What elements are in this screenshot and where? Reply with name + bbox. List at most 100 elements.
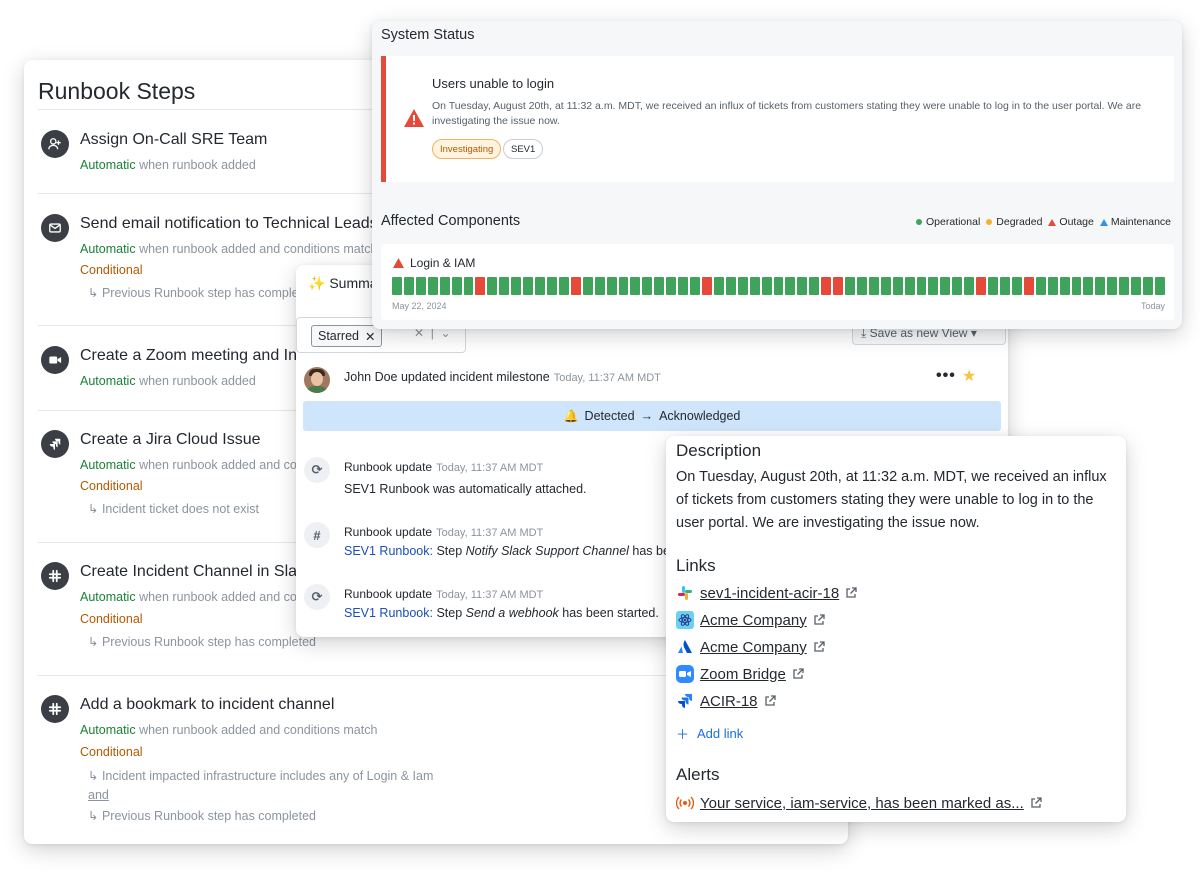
- runbook-link[interactable]: SEV1 Runbook:: [344, 606, 433, 620]
- uptime-day-bar[interactable]: [833, 277, 844, 295]
- uptime-day-bar[interactable]: [1011, 277, 1022, 295]
- step-condition: ↳ Previous Runbook step has completed: [88, 286, 316, 300]
- uptime-day-bar[interactable]: [451, 277, 462, 295]
- and-link[interactable]: and: [88, 788, 109, 802]
- uptime-day-bar[interactable]: [1107, 277, 1118, 295]
- range-start: May 22, 2024: [392, 301, 447, 311]
- affected-components-title: Affected Components: [381, 213, 521, 229]
- uptime-day-bar[interactable]: [988, 277, 999, 295]
- uptime-day-bar[interactable]: [1000, 277, 1010, 295]
- avatar: [304, 367, 330, 393]
- uptime-day-bar[interactable]: [678, 277, 689, 295]
- uptime-day-bar[interactable]: [916, 277, 927, 295]
- clear-icon[interactable]: ✕ | ⌄: [414, 326, 451, 340]
- uptime-day-bar[interactable]: [642, 277, 653, 295]
- link-item[interactable]: ACIR-18: [676, 692, 776, 710]
- uptime-day-bar[interactable]: [928, 277, 939, 295]
- uptime-day-bar[interactable]: [725, 277, 736, 295]
- runbook-link[interactable]: SEV1 Runbook:: [344, 544, 433, 558]
- uptime-day-bar[interactable]: [809, 277, 820, 295]
- uptime-day-bar[interactable]: [1047, 277, 1058, 295]
- uptime-day-bar[interactable]: [427, 277, 438, 295]
- uptime-day-bar[interactable]: [773, 277, 784, 295]
- uptime-day-bar[interactable]: [606, 277, 617, 295]
- uptime-day-bar[interactable]: [976, 277, 987, 295]
- uptime-day-bar[interactable]: [499, 277, 510, 295]
- system-status-panel: System Status Users unable to login On T…: [372, 21, 1182, 329]
- link-item[interactable]: Acme Company: [676, 611, 825, 629]
- uptime-day-bar[interactable]: [1035, 277, 1046, 295]
- uptime-day-bar[interactable]: [868, 277, 879, 295]
- status-badge: Investigating: [432, 139, 502, 159]
- more-icon[interactable]: •••: [936, 367, 956, 384]
- incident-body: On Tuesday, August 20th, at 11:32 a.m. M…: [432, 100, 1142, 127]
- summary-tab[interactable]: ✨ Summary: [308, 275, 390, 291]
- uptime-day-bar[interactable]: [892, 277, 903, 295]
- uptime-day-bar[interactable]: [749, 277, 760, 295]
- uptime-day-bar[interactable]: [1155, 277, 1165, 295]
- uptime-day-bar[interactable]: [594, 277, 605, 295]
- uptime-day-bar[interactable]: [701, 277, 712, 295]
- filter-chip-starred[interactable]: Starred✕: [311, 325, 383, 347]
- star-icon[interactable]: ★: [962, 368, 977, 385]
- uptime-day-bar[interactable]: [856, 277, 867, 295]
- uptime-day-bar[interactable]: [880, 277, 891, 295]
- uptime-day-bar[interactable]: [1119, 277, 1130, 295]
- uptime-day-bar[interactable]: [546, 277, 557, 295]
- uptime-day-bar[interactable]: [666, 277, 677, 295]
- step-conditional: Conditional: [80, 479, 143, 493]
- component-card: Login & IAM May 22, 2024 Today: [381, 244, 1174, 320]
- zoom-icon: [41, 346, 69, 374]
- uptime-day-bar[interactable]: [582, 277, 593, 295]
- uptime-day-bar[interactable]: [535, 277, 545, 295]
- uptime-day-bar[interactable]: [463, 277, 474, 295]
- uptime-day-bar[interactable]: [904, 277, 915, 295]
- warning-icon: [404, 109, 424, 127]
- uptime-day-bar[interactable]: [523, 277, 534, 295]
- add-link-button[interactable]: ＋Add link: [676, 726, 744, 742]
- uptime-day-bar[interactable]: [690, 277, 700, 295]
- uptime-day-bar[interactable]: [392, 277, 402, 295]
- uptime-day-bar[interactable]: [487, 277, 498, 295]
- uptime-day-bar[interactable]: [654, 277, 665, 295]
- milestone-banner: 🔔 Detected→Acknowledged: [303, 401, 1001, 431]
- jira-icon: [676, 692, 694, 710]
- uptime-day-bar[interactable]: [821, 277, 832, 295]
- uptime-day-bar[interactable]: [618, 277, 629, 295]
- close-icon[interactable]: ✕: [365, 329, 376, 344]
- uptime-day-bar[interactable]: [403, 277, 414, 295]
- uptime-day-bar[interactable]: [737, 277, 748, 295]
- uptime-day-bar[interactable]: [1023, 277, 1034, 295]
- alert-item[interactable]: Your service, iam-service, has been mark…: [676, 794, 1042, 812]
- uptime-day-bar[interactable]: [1131, 277, 1142, 295]
- uptime-day-bar[interactable]: [940, 277, 951, 295]
- link-item[interactable]: Acme Company: [676, 638, 825, 656]
- uptime-day-bar[interactable]: [1059, 277, 1070, 295]
- link-item[interactable]: Zoom Bridge: [676, 665, 804, 683]
- uptime-day-bar[interactable]: [1143, 277, 1153, 295]
- uptime-day-bar[interactable]: [785, 277, 796, 295]
- uptime-day-bar[interactable]: [952, 277, 963, 295]
- uptime-day-bar[interactable]: [415, 277, 426, 295]
- uptime-day-bar[interactable]: [558, 277, 569, 295]
- uptime-day-bar[interactable]: [1071, 277, 1082, 295]
- uptime-day-bar[interactable]: [713, 277, 724, 295]
- range-end: Today: [1140, 301, 1165, 311]
- uptime-day-bar[interactable]: [845, 277, 855, 295]
- uptime-day-bar[interactable]: [570, 277, 581, 295]
- uptime-day-bar[interactable]: [475, 277, 486, 295]
- uptime-day-bar[interactable]: [1095, 277, 1106, 295]
- step-title: Add a bookmark to incident channel: [80, 696, 335, 713]
- uptime-day-bar[interactable]: [797, 277, 808, 295]
- uptime-day-bar[interactable]: [964, 277, 975, 295]
- uptime-day-bar[interactable]: [511, 277, 522, 295]
- incident-card[interactable]: Users unable to login On Tuesday, August…: [381, 56, 1174, 182]
- uptime-day-bar[interactable]: [630, 277, 641, 295]
- uptime-day-bar[interactable]: [1083, 277, 1094, 295]
- uptime-day-bar[interactable]: [761, 277, 772, 295]
- uptime-day-bar[interactable]: [439, 277, 450, 295]
- link-item[interactable]: sev1-incident-acir-18: [676, 584, 857, 602]
